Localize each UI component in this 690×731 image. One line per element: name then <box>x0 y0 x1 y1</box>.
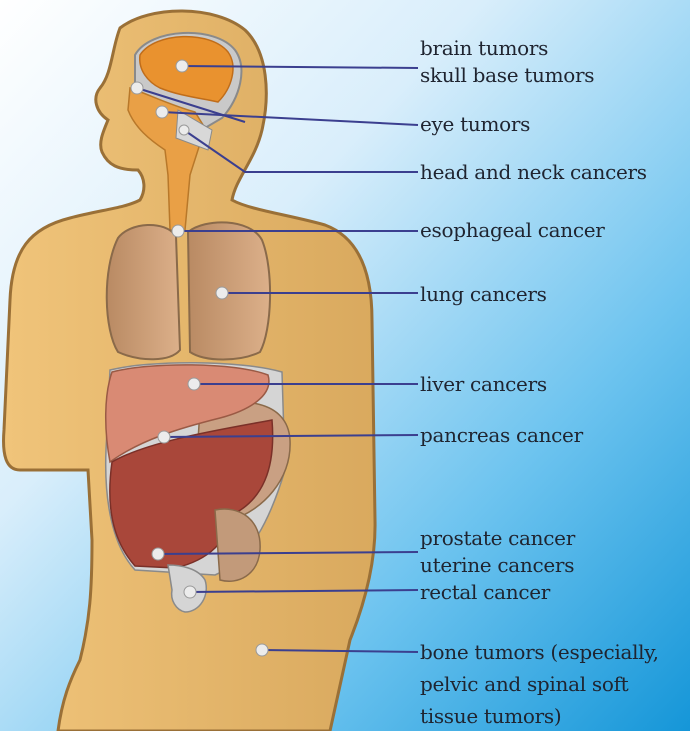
marker-prostate <box>152 548 164 560</box>
marker-head-neck <box>179 125 189 135</box>
label-prostate-cancer: prostate cancer <box>420 526 575 550</box>
label-pancreas-cancer: pancreas cancer <box>420 423 583 447</box>
label-rectal-cancer: rectal cancer <box>420 580 550 604</box>
label-uterine-cancers: uterine cancers <box>420 553 574 577</box>
marker-brain <box>176 60 188 72</box>
label-skull-base-tumors: skull base tumors <box>420 63 594 87</box>
marker-lung <box>216 287 228 299</box>
label-lung-cancers: lung cancers <box>420 282 547 306</box>
label-bone-tumors-line3: tissue tumors) <box>420 704 561 728</box>
label-head-neck-cancers: head and neck cancers <box>420 160 647 184</box>
label-liver-cancers: liver cancers <box>420 372 547 396</box>
marker-skull-base <box>131 82 143 94</box>
marker-liver <box>188 378 200 390</box>
marker-esophageal <box>172 225 184 237</box>
right-lung <box>188 222 270 359</box>
label-brain-tumors: brain tumors <box>420 36 548 60</box>
left-lung <box>107 225 180 359</box>
label-bone-tumors-line2: pelvic and spinal soft <box>420 672 628 696</box>
marker-bone <box>256 644 268 656</box>
marker-eye <box>156 106 168 118</box>
label-bone-tumors-line1: bone tumors (especially, <box>420 640 659 664</box>
label-eye-tumors: eye tumors <box>420 112 530 136</box>
label-esophageal-cancer: esophageal cancer <box>420 218 605 242</box>
marker-rectal <box>184 586 196 598</box>
marker-pancreas <box>158 431 170 443</box>
